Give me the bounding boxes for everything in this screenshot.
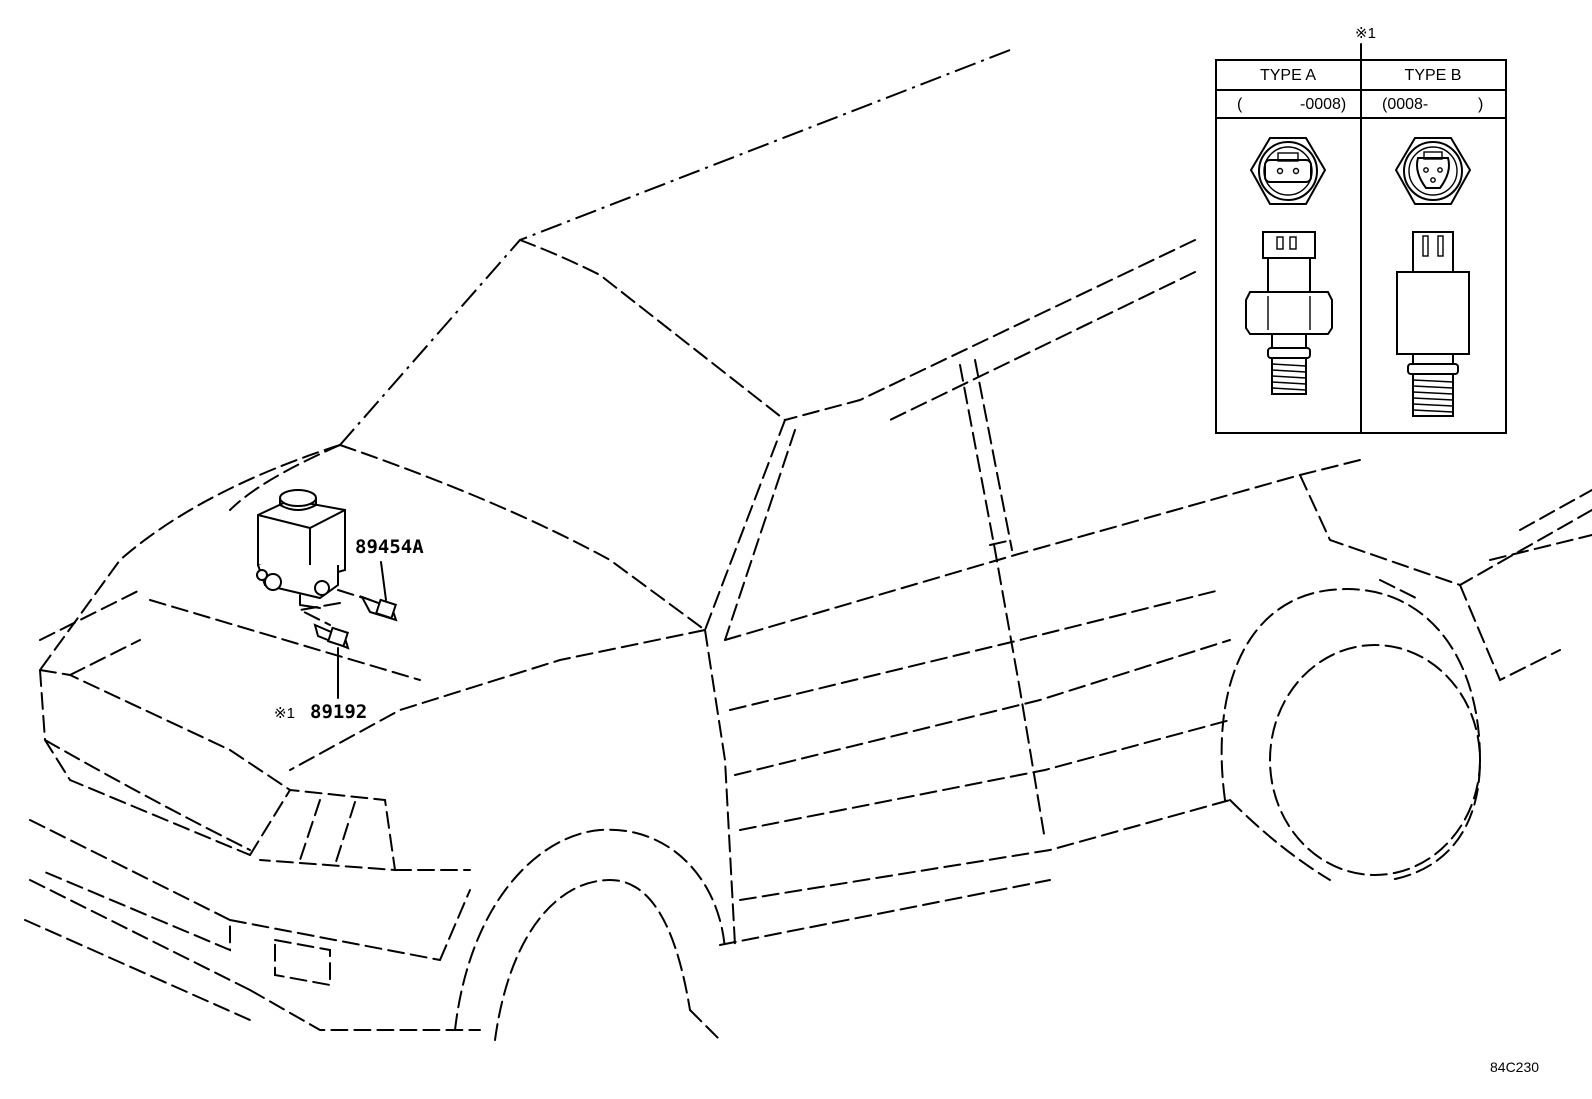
- callout-89192: 89192: [310, 701, 367, 723]
- sensor-89454a: [359, 561, 398, 622]
- variant-inset: ※1 TYPE A TYPE B ( -0008) (0008- ): [1215, 25, 1507, 434]
- callout-89454a: 89454A: [355, 536, 424, 558]
- vehicle-outline: [24, 49, 1592, 1041]
- type-b-connector-face: [1394, 137, 1472, 205]
- type-b-range-close: ): [1478, 96, 1483, 113]
- callout-89192-mark: ※1: [274, 705, 295, 722]
- figure-code: 84C230: [1490, 1059, 1539, 1075]
- type-b-range-value: (0008-: [1382, 96, 1428, 113]
- brake-master-cylinder: [256, 489, 371, 626]
- inset-ref-mark: ※1: [1355, 25, 1376, 42]
- type-b-title: TYPE B: [1405, 67, 1462, 84]
- type-a-sensor-side: [1245, 231, 1333, 395]
- type-a-connector-face: [1249, 137, 1327, 205]
- type-a-title: TYPE A: [1260, 67, 1316, 84]
- type-a-range-open: (: [1237, 96, 1243, 113]
- type-b-sensor-side: [1396, 231, 1470, 417]
- type-a-range-value: -0008): [1300, 96, 1346, 113]
- sensor-89192: [313, 623, 350, 699]
